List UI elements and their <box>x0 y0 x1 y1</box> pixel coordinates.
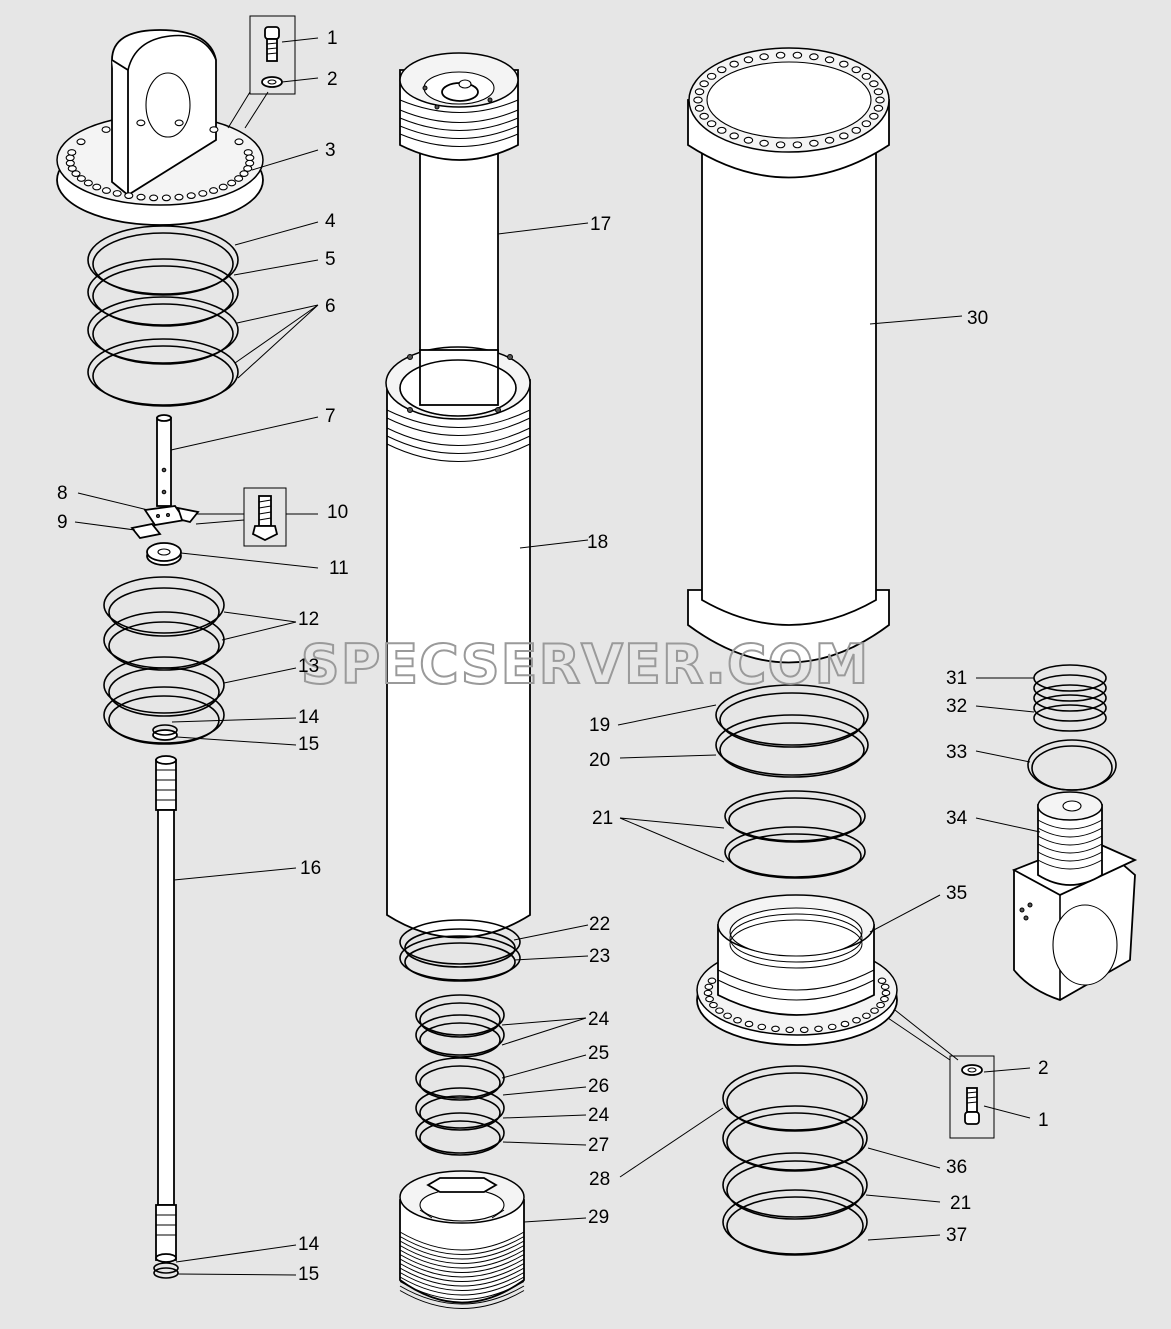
part-34-end-mount <box>1011 791 1138 1001</box>
label-25: 25 <box>588 1043 609 1064</box>
label-1-bottom: 1 <box>1038 1110 1049 1131</box>
label-13: 13 <box>298 656 319 677</box>
label-28: 28 <box>589 1169 610 1190</box>
part-3-eye-flange <box>56 29 264 226</box>
label-36: 36 <box>946 1157 967 1178</box>
part-6-rings <box>87 296 239 407</box>
label-30: 30 <box>967 308 988 329</box>
label-33: 33 <box>946 742 967 763</box>
part-18-cylinder-tube <box>385 346 531 939</box>
part-29-gland-nut <box>399 1170 525 1309</box>
label-14-bottom: 14 <box>298 1234 320 1255</box>
label-11: 11 <box>329 558 349 579</box>
label-26: 26 <box>588 1076 609 1097</box>
label-4: 4 <box>325 211 336 232</box>
label-15-top: 15 <box>298 734 319 755</box>
part-4-5-rings <box>87 225 239 327</box>
part-14-15-bottom-rings <box>153 1262 179 1279</box>
label-24-bottom: 24 <box>588 1105 610 1126</box>
part-10-bolt <box>243 487 287 547</box>
label-15-bottom: 15 <box>298 1264 319 1285</box>
leader-lines <box>74 37 1041 1276</box>
label-22: 22 <box>589 914 610 935</box>
part-16-rod <box>155 755 177 1263</box>
label-31: 31 <box>946 668 967 689</box>
part-12-13-rings <box>103 576 225 745</box>
part-24-27-seals <box>415 994 505 1156</box>
part-number-labels: 1 2 3 4 5 6 7 8 9 10 11 12 13 14 15 16 1… <box>57 28 1049 1285</box>
part-21-rings <box>724 790 866 879</box>
label-1-top: 1 <box>327 28 338 49</box>
label-20: 20 <box>589 750 610 771</box>
part-7-pin <box>156 414 172 507</box>
part-22-23-rings <box>399 919 521 982</box>
label-34: 34 <box>946 808 968 829</box>
part-8-9-lock-plates <box>130 505 200 539</box>
label-9: 9 <box>57 512 68 533</box>
part-30-barrel <box>687 47 890 664</box>
part-35-bottom-flange <box>696 894 898 1046</box>
part-33-ring <box>1027 739 1117 791</box>
part-28-36-21-37-rings <box>722 1065 868 1256</box>
label-29: 29 <box>588 1207 609 1228</box>
label-21-top: 21 <box>592 808 613 829</box>
label-3: 3 <box>325 140 336 161</box>
label-23: 23 <box>589 946 610 967</box>
label-37: 37 <box>946 1225 967 1246</box>
label-7: 7 <box>325 406 336 427</box>
label-2-top: 2 <box>327 69 338 90</box>
part-31-32-rings <box>1033 664 1107 732</box>
part-19-20-rings <box>715 684 869 778</box>
label-12: 12 <box>298 609 319 630</box>
label-19: 19 <box>589 715 610 736</box>
label-17: 17 <box>590 214 611 235</box>
part-1-2-bolt-washer-bottom <box>949 1055 995 1139</box>
label-10: 10 <box>327 502 348 523</box>
barrel-flange-holes <box>693 51 885 149</box>
label-24-top: 24 <box>588 1009 610 1030</box>
label-35: 35 <box>946 883 967 904</box>
label-2-bottom: 2 <box>1038 1058 1049 1079</box>
label-16: 16 <box>300 858 321 879</box>
part-11-washer <box>146 542 182 566</box>
label-18: 18 <box>587 532 608 553</box>
label-14-top: 14 <box>298 707 320 728</box>
label-27: 27 <box>588 1135 609 1156</box>
label-21-bottom: 21 <box>950 1193 971 1214</box>
label-8: 8 <box>57 483 68 504</box>
part-14-15-small-rings <box>152 724 178 741</box>
label-32: 32 <box>946 696 967 717</box>
label-6: 6 <box>325 296 336 317</box>
flange-bolt-holes <box>65 119 255 202</box>
part-1-2-bolt-washer-top <box>249 15 296 95</box>
watermark: SPECSERVER.COM <box>301 633 869 696</box>
label-5: 5 <box>325 249 336 270</box>
